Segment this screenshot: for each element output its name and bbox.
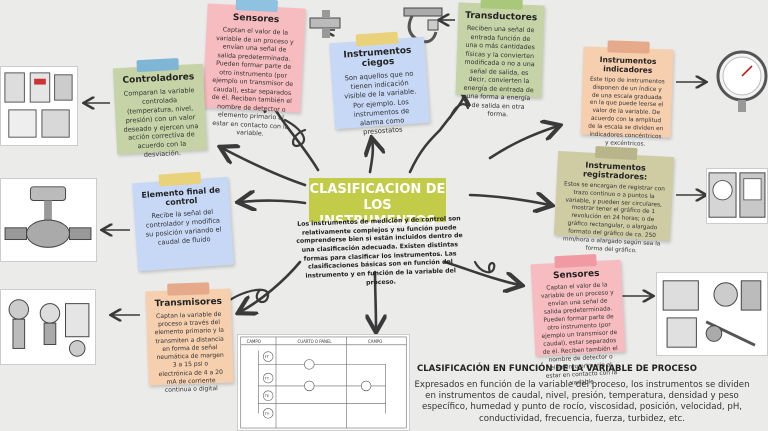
diagram-col3-label: CAMPO [368, 339, 382, 344]
pressure-gauge-photo [712, 48, 768, 114]
diagram-tag-2: TT [264, 377, 270, 381]
diagram-tag-1: FT [265, 355, 270, 359]
note-instrumentos-registradores: Instrumentos registradores: Estos se enc… [553, 145, 675, 254]
control-valve-photo [0, 178, 97, 262]
note-instrumentos-indicadores: Instrumentos indicadores Este tipo de in… [580, 40, 674, 147]
note-body: Recibe la señal del controlador y modifi… [145, 207, 222, 247]
arrow-to-transductores [408, 90, 464, 174]
diagram-col1-label: CAMPO [247, 339, 261, 344]
note-title: Instrumentos ciegos [343, 45, 412, 70]
note-body: Son aquellos que no tienen indicación vi… [343, 69, 417, 137]
variable-section-title: CLASIFICACIÓN EN FUNCIÓN DE LA VARIABLE … [417, 364, 697, 374]
note-elemento-final: Elemento final de control Recibe la seña… [132, 171, 234, 272]
arrow-to-controladores [222, 148, 307, 187]
arrow-to-sensores-right [443, 260, 520, 285]
note-title: Elemento final de control [141, 185, 221, 208]
diagram-tag-4: TY [264, 412, 270, 416]
arrow-to-registradores [468, 195, 550, 205]
note-title: Sensores [232, 12, 280, 26]
squiggle-top-right [448, 103, 470, 120]
squiggle-right [473, 260, 496, 274]
note-title: Instrumentos registradores: [582, 160, 648, 182]
arrow-to-ciegos [370, 140, 373, 174]
variable-section-body: Expresados en función de la variable del… [414, 380, 750, 424]
note-title: Instrumentos indicadores [599, 55, 657, 75]
note-instrumentos-ciegos: Instrumentos ciegos Son aquellos que no … [329, 31, 430, 136]
arrow-to-elemento-final [240, 201, 307, 203]
note-controladores: Controladores Comparan la variable contr… [112, 57, 208, 159]
squiggle-left [228, 288, 270, 304]
arrow-to-indicadores [488, 126, 558, 160]
controller-photo [0, 66, 78, 146]
central-description: Los instrumentos de medición y de contro… [296, 215, 463, 287]
diagram-tag-3: TE [264, 394, 269, 398]
note-body: Captan la variable de proceso a través d… [154, 310, 225, 394]
diagram-col2-label: CUARTO O PANEL [298, 339, 333, 344]
note-title: Controladores [122, 72, 195, 86]
note-title: Transductores [464, 10, 538, 24]
note-body: Comparan la variable controlada (tempera… [123, 86, 199, 160]
note-transmisores: Transmisores Captan la variable de proce… [145, 282, 234, 394]
note-sensores-top: Sensores Captan el valor de la variable … [202, 0, 306, 138]
note-body: Este tipo de instrumentos disponen de un… [588, 76, 665, 148]
pid-diagram: CAMPO CUARTO O PANEL CAMPO FT TT TE TY [237, 334, 410, 431]
recorder-photo [706, 168, 768, 224]
sensors-photo [656, 272, 768, 356]
blind-instrument-photo [306, 4, 346, 44]
note-title: Sensores [552, 268, 600, 282]
central-title: CLASIFICACION DE LOS INSTRUMENTOS [309, 178, 446, 229]
note-body: Captan el valor de la variable de un pro… [211, 26, 294, 138]
arrow-to-diagram [375, 270, 376, 330]
note-title: Transmisores [154, 296, 223, 310]
arrow-to-transmisores [240, 260, 302, 312]
transmitter-photo [0, 289, 96, 365]
note-transductores: Transductores Reciben una señal de entra… [455, 0, 545, 118]
note-sensores-right: Sensores Captan el valor de la variable … [530, 253, 626, 386]
note-body: Estos se encargan de registrar con trazo… [562, 181, 665, 254]
note-body: Reciben una señal de entrada función de … [463, 24, 535, 119]
squiggle-top [283, 118, 307, 148]
